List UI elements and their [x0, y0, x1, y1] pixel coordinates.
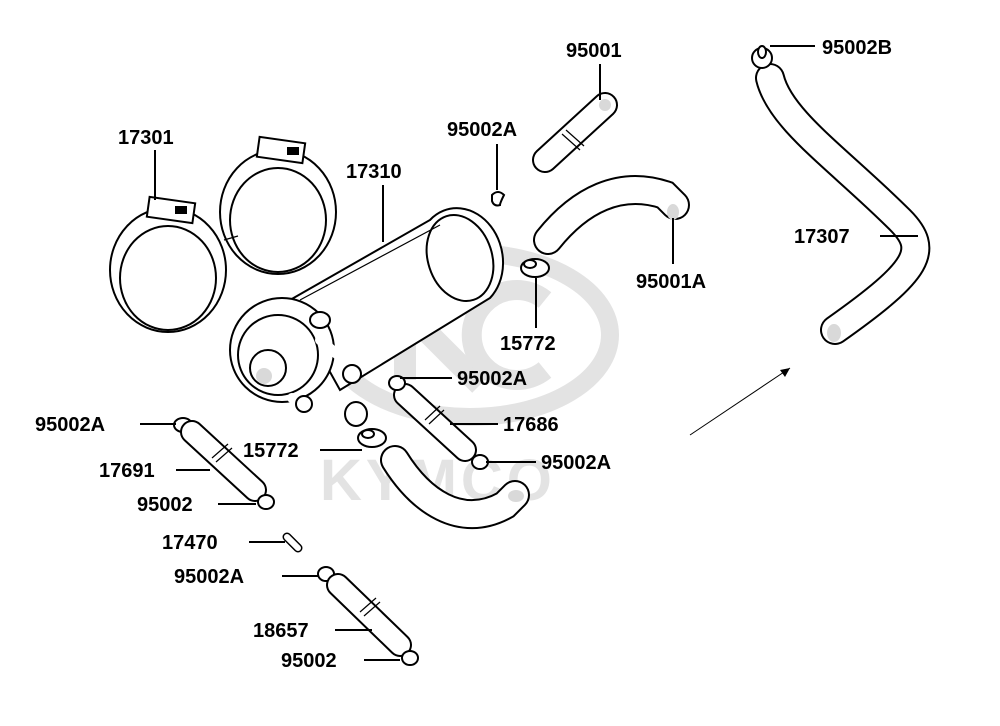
- fitting-17470: [282, 532, 303, 553]
- callout-17301: 17301: [118, 127, 174, 149]
- callout-95002A-top: 95002A: [447, 119, 517, 141]
- clip-95002A-upper: [491, 191, 506, 207]
- callout-15772-upper: 15772: [500, 333, 556, 355]
- callout-95001A: 95001A: [636, 271, 706, 293]
- callout-15772-lower: 15772: [243, 440, 299, 462]
- hose-17307: [751, 45, 931, 345]
- callout-17310: 17310: [346, 161, 402, 183]
- hose-lower: [380, 445, 530, 530]
- band-clamp-rear: [219, 135, 337, 275]
- clip-15772-upper: [520, 258, 550, 278]
- callout-17307: 17307: [794, 226, 850, 248]
- callout-95002A-right: 95002A: [541, 452, 611, 474]
- callout-95002-lower: 95002: [281, 650, 337, 672]
- callout-17470: 17470: [162, 532, 218, 554]
- pipe-18657: [317, 566, 419, 666]
- callout-95002A-bottom: 95002A: [174, 566, 244, 588]
- callout-95002-upper: 95002: [137, 494, 193, 516]
- pipe-17686: [388, 375, 489, 470]
- direction-arrow: [689, 367, 791, 436]
- band-clamp-17301: [109, 135, 337, 333]
- pipe-95001: [532, 92, 618, 173]
- canister-17310: [229, 207, 505, 427]
- callout-95001: 95001: [566, 40, 622, 62]
- callout-17686: 17686: [503, 414, 559, 436]
- callout-95002A-left: 95002A: [35, 414, 105, 436]
- callout-17691: 17691: [99, 460, 155, 482]
- callout-18657: 18657: [253, 620, 309, 642]
- clip-15772-lower: [357, 428, 387, 448]
- callout-95002B: 95002B: [822, 37, 892, 59]
- callout-95002A-mid: 95002A: [457, 368, 527, 390]
- hose-95001A: [533, 175, 690, 255]
- leader-lines: [140, 45, 918, 661]
- callout-labels: 17301 17310 95001 95002A 95002B 17307 95…: [35, 37, 892, 672]
- pipe-17691: [173, 417, 275, 510]
- band-clamp-front: [109, 195, 227, 333]
